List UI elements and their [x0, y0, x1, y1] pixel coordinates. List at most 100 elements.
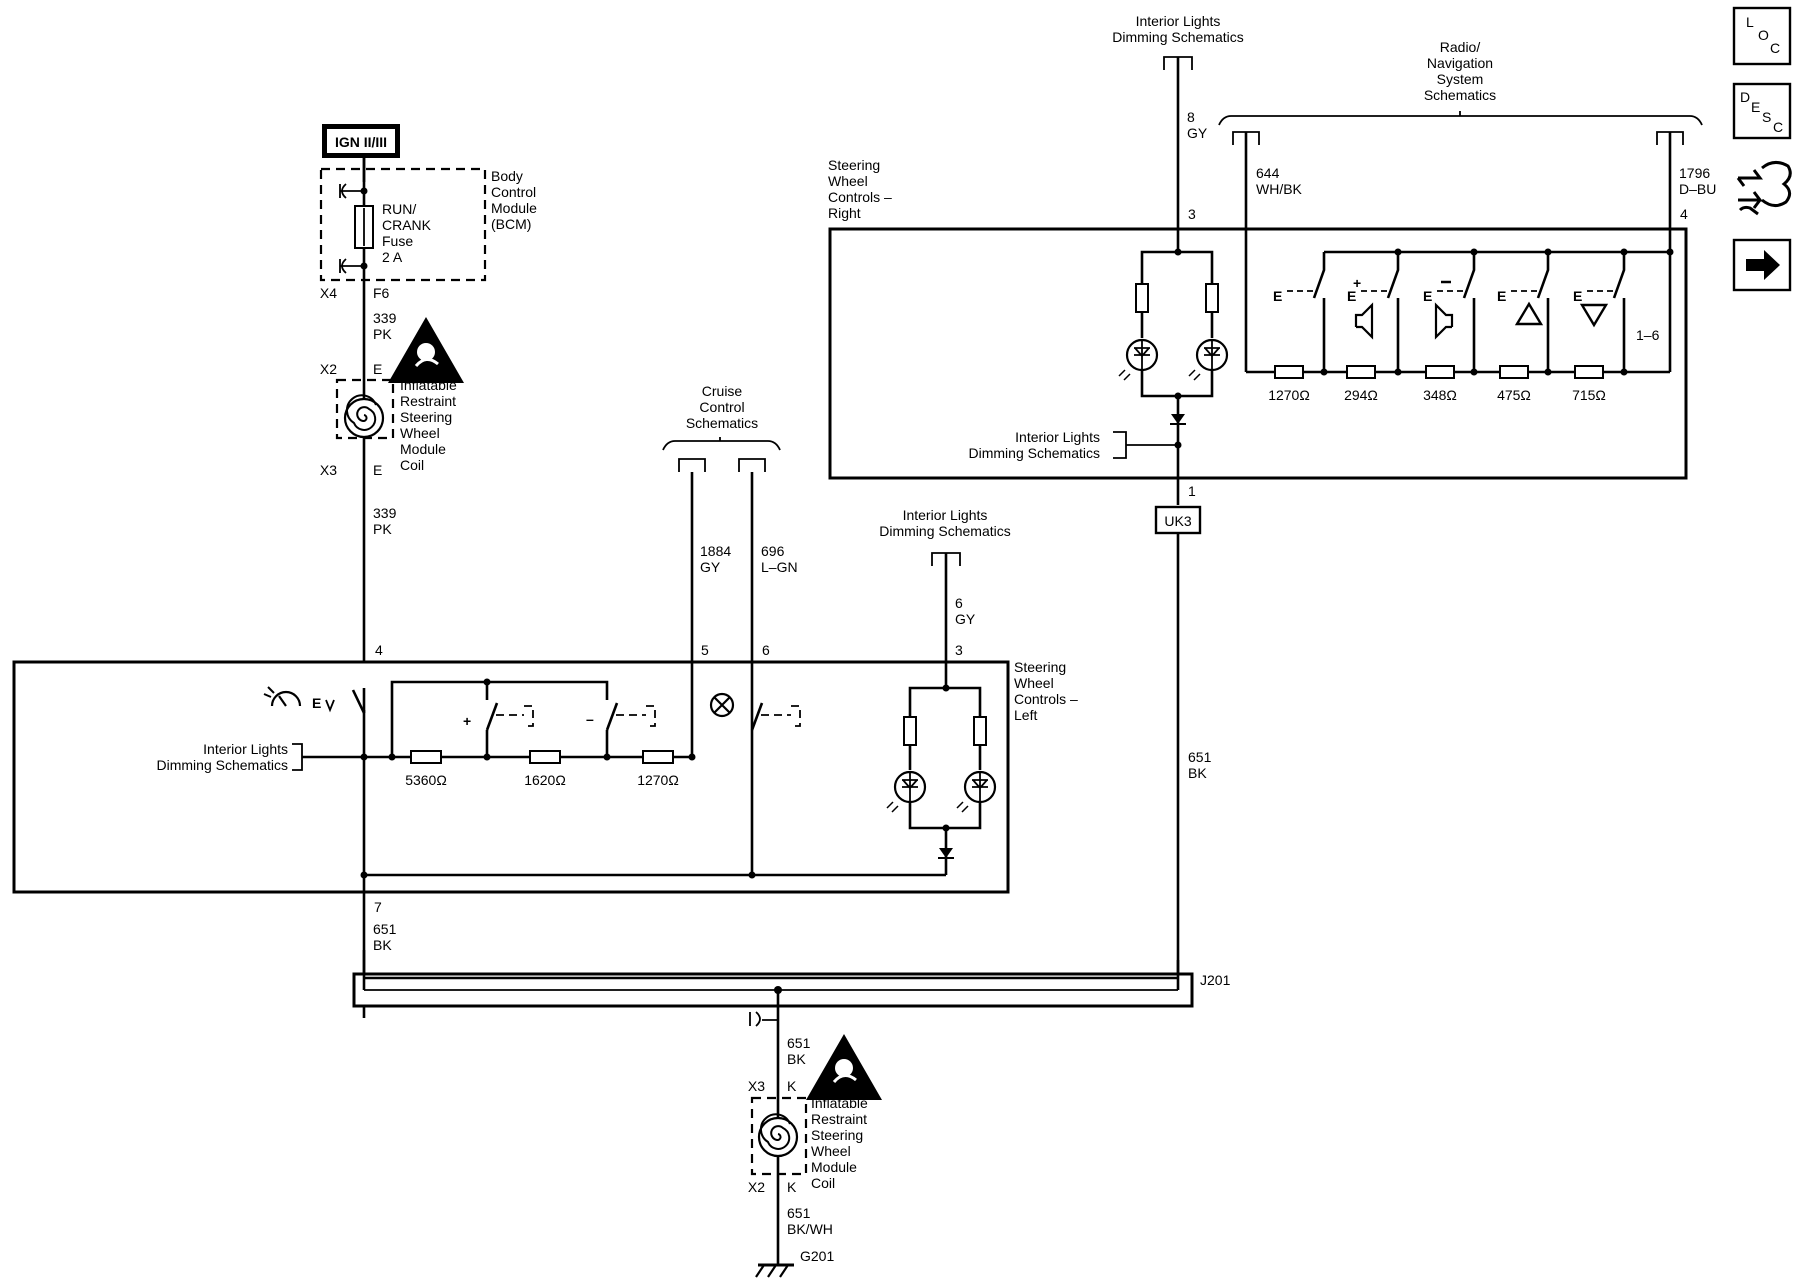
arrow-right-icon[interactable] [1732, 238, 1792, 292]
coil-top-title-l6: Coil [400, 457, 424, 473]
ign-label: IGN II/III [322, 124, 400, 158]
fuse-label-l4: 2 A [382, 249, 403, 265]
swc-left-title-l3: Controls – [1014, 691, 1078, 707]
coil-top-title-l1: Inflatable [400, 377, 457, 393]
lamp-icon [1118, 338, 1159, 381]
node-sw3-bottom [1470, 368, 1478, 376]
switch-2: E [1347, 252, 1400, 372]
coil-bottom-pin-x2: K [787, 1179, 797, 1195]
coil-bottom-title-l1: Inflatable [811, 1095, 868, 1111]
wire-644-label: 644 WH/BK [1256, 165, 1303, 197]
coil-top-pin-x3: E [373, 462, 382, 478]
wire-8-label: 8 GY [1187, 109, 1208, 141]
fuse-label: RUN/ CRANK Fuse 2 A [382, 201, 432, 265]
coil-bottom-title-l5: Module [811, 1159, 857, 1175]
resistor-1270-left [642, 750, 674, 764]
resistor-5360 [410, 750, 442, 764]
swc-left-pin-4: 4 [375, 642, 383, 658]
node-sw4-top [1544, 248, 1552, 256]
connector-end-view-icon[interactable] [1736, 161, 1792, 216]
wire-1796-circuit: 1796 [1679, 165, 1710, 181]
desc-button[interactable]: D E S C [1732, 82, 1792, 140]
il-right-bracket [1113, 431, 1178, 459]
wire-651-left-label: 651 BK [373, 921, 397, 953]
cancel-switch-blade [750, 702, 764, 731]
coil-bottom-title-l4: Wheel [811, 1143, 851, 1159]
coil-top-title-l2: Restraint [400, 393, 456, 409]
resistor-475-label: 475Ω [1497, 387, 1531, 403]
seek-down-icon [1579, 303, 1609, 328]
desc-e: E [1751, 99, 1760, 115]
cancel-symbol-icon [709, 692, 735, 718]
node-sw5-top [1620, 248, 1628, 256]
swc-left-title-l4: Left [1014, 707, 1037, 723]
airbag-warning-icon [388, 317, 464, 383]
wire-696-circuit: 696 [761, 543, 785, 559]
switch-range-label: 1–6 [1636, 327, 1660, 343]
desc-s: S [1762, 109, 1771, 125]
resistor-1270-right-label: 1270Ω [1268, 387, 1310, 403]
loc-button[interactable]: L O C [1732, 6, 1792, 66]
lamp-right-bottom-rail [1140, 370, 1214, 398]
switch-1: E [1273, 252, 1326, 372]
plus-label: + [463, 713, 471, 729]
cruise-connector-a [678, 458, 706, 472]
coil-top-title: Inflatable Restraint Steering Wheel Modu… [400, 377, 457, 473]
switch-3: E [1423, 252, 1476, 372]
resistor-1620-label: 1620Ω [524, 772, 566, 788]
swc-right-title-l2: Wheel [828, 173, 868, 189]
radio-bracket [1218, 111, 1703, 126]
swc-left-box [12, 660, 1010, 894]
switch-4-label: E [1497, 288, 1506, 304]
resistor-348 [1425, 365, 1455, 379]
switch-2-label: E [1347, 288, 1356, 304]
lamp-right-top-rail [1140, 250, 1214, 284]
radio-title-l2: Navigation [1427, 55, 1493, 71]
bcm-title: Body Control Module (BCM) [491, 168, 537, 232]
switch-3-label: E [1423, 288, 1432, 304]
wire-8-circuit: 8 [1187, 109, 1195, 125]
minus-actuator [616, 705, 656, 727]
splice-label: J201 [1200, 972, 1231, 988]
lamp-left-top-rail [908, 686, 982, 720]
bcm-title-l3: Module [491, 200, 537, 216]
wire-1884-circuit: 1884 [700, 543, 731, 559]
lamp-left-bottom-rail [908, 802, 982, 830]
bcm-connector-bottom [339, 258, 364, 274]
il-left-title-l1: Interior Lights [203, 741, 288, 757]
steering-coil-top-icon [343, 394, 385, 439]
resistor-5360-label: 5360Ω [405, 772, 447, 788]
swc-left-title-l2: Wheel [1014, 675, 1054, 691]
coil-top-pin-x2: E [373, 361, 382, 377]
wire-651-left-circuit: 651 [373, 921, 397, 937]
lamp-right-resistor-b [1205, 283, 1219, 313]
volume-up-icon: + [1353, 275, 1374, 340]
resistor-715 [1574, 365, 1604, 379]
radio-title-l4: Schematics [1424, 87, 1496, 103]
il-ref-top-title: Interior Lights Dimming Schematics [1112, 13, 1243, 45]
ground-wire-color: BK/WH [787, 1221, 833, 1237]
airbag-warning-icon [806, 1034, 882, 1100]
coil-top-conn-x3: X3 [320, 462, 337, 478]
svg-text:+: + [1353, 275, 1361, 291]
lamp-icon [886, 770, 927, 813]
coil-bottom-wire-color: BK [787, 1051, 806, 1067]
coil-bottom-wire-circuit: 651 [787, 1035, 811, 1051]
swc-right-pin-3: 3 [1188, 206, 1196, 222]
bcm-conn-x4: X4 [320, 285, 337, 301]
wire-339-bottom-circuit: 339 [373, 505, 397, 521]
cruise-switch-blade [351, 689, 366, 714]
ladder-top-rail [390, 680, 609, 757]
coil-bottom-box [750, 1096, 808, 1176]
cruise-title-l1: Cruise [702, 383, 743, 399]
swc-right-title-l1: Steering [828, 157, 880, 173]
cruise-ref-title: Cruise Control Schematics [686, 383, 758, 431]
radio-ref-title: Radio/ Navigation System Schematics [1424, 39, 1496, 103]
fuse-label-l1: RUN/ [382, 201, 416, 217]
resistor-1270-right [1274, 365, 1304, 379]
wire-651-right-color: BK [1188, 765, 1207, 781]
loc-o: O [1758, 27, 1769, 43]
minus-label: – [586, 711, 594, 727]
swc-left-pin-3: 3 [955, 642, 963, 658]
seek-up-icon [1514, 301, 1544, 326]
